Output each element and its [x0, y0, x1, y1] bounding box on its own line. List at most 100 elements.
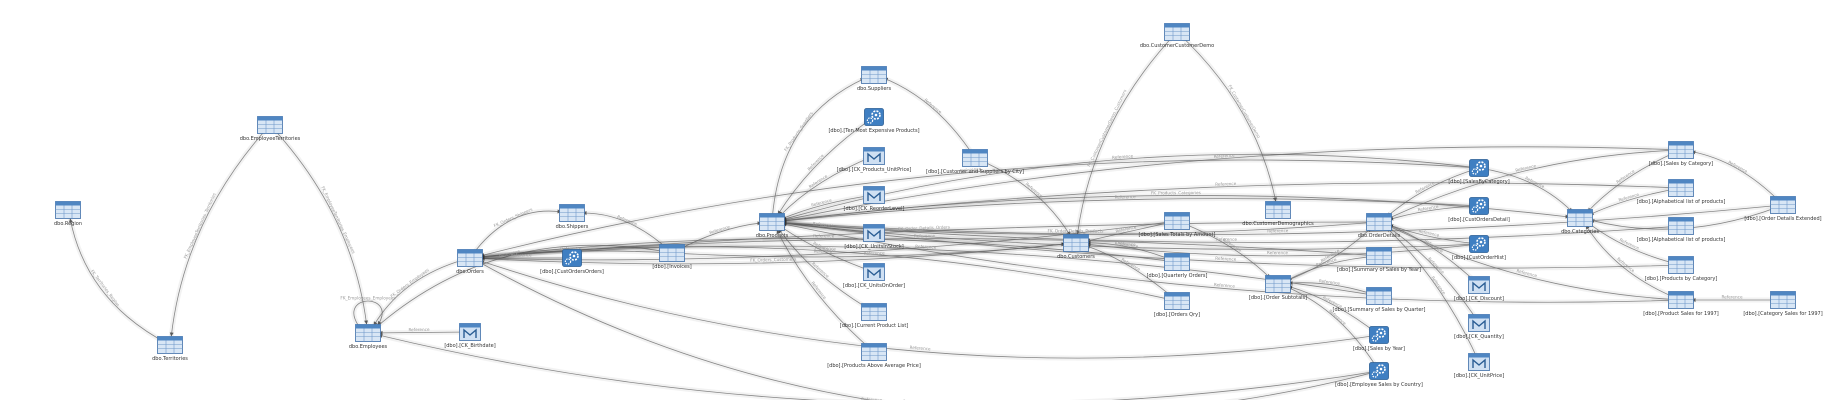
edge-orders-to-customers[interactable]	[469, 242, 1066, 265]
node-ck_discount[interactable]: [dbo].[CK_Discount]	[1454, 276, 1504, 303]
edge-cust_cust_demo-to-customers[interactable]	[1076, 31, 1178, 235]
edge-above_avg-to-products[interactable]	[776, 229, 875, 353]
node-territories[interactable]: dbo.Territories	[152, 336, 188, 363]
edge-orders-to-shippers[interactable]	[469, 209, 562, 259]
node-ck_reorder[interactable]: [dbo].[CK_ReorderLevel]	[844, 186, 905, 213]
node-cust_orders[interactable]: [dbo].[CustOrdersOrders]	[540, 249, 604, 276]
node-alpha_list2[interactable]: [dbo].[Alphabetical list of products]	[1637, 217, 1726, 244]
edge-cust_sup_city-to-customers[interactable]	[974, 157, 1071, 236]
edge-alpha_list2-to-products[interactable]	[782, 221, 1682, 243]
node-emp_terr[interactable]: dbo.EmployeeTerritories	[240, 116, 301, 143]
edge-emp_terr-to-territories[interactable]	[169, 124, 271, 337]
edge-summary_year-to-orders[interactable]	[480, 238, 1380, 259]
node-cust_order_hist[interactable]: [dbo].[CustOrderHist]	[1452, 235, 1506, 262]
node-alpha_list[interactable]: [dbo].[Alphabetical list of products]	[1637, 179, 1726, 206]
node-cust_demo[interactable]: dbo.CustomerDemographics	[1242, 201, 1314, 228]
node-employees[interactable]: dbo.Employees	[349, 324, 388, 351]
node-categories[interactable]: dbo.Categories	[1561, 209, 1599, 236]
node-label: [dbo].[CK_Products_UnitPrice]	[837, 167, 912, 173]
node-products[interactable]: dbo.Products	[756, 213, 789, 240]
edge-alpha_list-to-products[interactable]	[782, 182, 1682, 223]
node-label: dbo.Categories	[1561, 229, 1599, 235]
edge-current_products-to-products[interactable]	[778, 228, 875, 313]
node-qtr_orders[interactable]: [dbo].[Quarterly Orders]	[1147, 253, 1208, 280]
node-sales_amount[interactable]: [dbo].[Sales Totals by Amount]	[1139, 212, 1216, 239]
edge-prod_sales_1997-to-products[interactable]	[782, 222, 1682, 303]
edge-products-to-suppliers[interactable]	[771, 78, 865, 223]
node-label: [dbo].[Sales by Category]	[1649, 161, 1713, 167]
node-sales_by_cat[interactable]: [dbo].[Sales by Category]	[1649, 141, 1713, 168]
edge-ck_quantity-to-order_details[interactable]	[1387, 226, 1480, 324]
edge-summary_qtr-to-orders[interactable]	[480, 245, 1380, 297]
edge-label: FK_EmployeeTerritories_Employees	[320, 185, 356, 254]
nodes-layer: dbo.Region dbo.Territories dbo.EmployeeTer…	[54, 23, 1823, 389]
edge-sales_cat_proc-to-categories[interactable]	[1478, 167, 1573, 213]
edge-ck_od_unitprice-to-order_details[interactable]	[1386, 227, 1480, 363]
node-cust_orders_detail[interactable]: [dbo].[CustOrdersDetail]	[1448, 197, 1510, 224]
edge-cust_orders_detail-to-products[interactable]	[782, 198, 1480, 223]
edge-emp_sales-to-employees[interactable]	[378, 333, 1380, 400]
node-sales_cat_proc[interactable]: [dbo].[SalesByCategory]	[1448, 159, 1510, 186]
node-label: [dbo].[Product Sales for 1997]	[1643, 311, 1719, 317]
edge-emp_sales-to-order_subtotals[interactable]	[1287, 287, 1380, 372]
node-label: [dbo].[Current Product List]	[840, 323, 909, 329]
edge-order_details_ext-to-products[interactable]	[782, 204, 1784, 236]
edge-ten_most-to-products[interactable]	[777, 116, 875, 215]
node-emp_sales[interactable]: [dbo].[Employee Sales by Country]	[1335, 362, 1423, 389]
constraint-icon	[459, 323, 481, 341]
node-orders_qry[interactable]: [dbo].[Orders Qry]	[1154, 292, 1200, 319]
table-icon	[559, 204, 585, 222]
node-order_subtotals[interactable]: [dbo].[Order Subtotals]	[1249, 275, 1307, 302]
edge-order_details-to-orders[interactable]	[480, 221, 1380, 259]
node-summary_year[interactable]: [dbo].[Summary of Sales by Year]	[1337, 247, 1421, 274]
edge-sales_cat_proc-to-orders[interactable]	[480, 159, 1480, 257]
node-summary_qtr[interactable]: [dbo].[Summary of Sales by Quarter]	[1333, 287, 1426, 314]
node-current_products[interactable]: [dbo].[Current Product List]	[840, 303, 909, 330]
node-shippers[interactable]: dbo.Shippers	[556, 204, 589, 231]
edge-prod_by_cat-to-products[interactable]	[782, 221, 1682, 269]
node-ck_unitprice[interactable]: [dbo].[CK_Products_UnitPrice]	[837, 147, 912, 174]
node-ck_birth[interactable]: [dbo].[CK_Birthdate]	[444, 323, 496, 350]
node-ck_quantity[interactable]: [dbo].[CK_Quantity]	[1454, 314, 1504, 341]
edge-territories-to-region[interactable]	[68, 218, 171, 346]
edge-sales_by_cat-to-order_details[interactable]	[1388, 149, 1682, 219]
edge-prod_sales_1997-to-order_details[interactable]	[1388, 225, 1682, 301]
edge-cust_order_hist-to-order_details[interactable]	[1389, 224, 1480, 245]
node-orders[interactable]: dbo.Orders	[456, 249, 484, 276]
edge-sales_by_cat-to-products[interactable]	[782, 146, 1682, 222]
table-icon	[1164, 292, 1190, 310]
edge-sales_year-to-orders[interactable]	[480, 260, 1380, 359]
node-prod_by_cat[interactable]: [dbo].[Products by Category]	[1645, 256, 1718, 283]
edge-emp_terr-to-employees[interactable]	[269, 124, 369, 325]
node-region[interactable]: dbo.Region	[54, 201, 82, 228]
edge-invoices-to-customers[interactable]	[671, 242, 1066, 258]
node-customers[interactable]: dbo.Customers	[1057, 234, 1095, 261]
node-cust_cust_demo[interactable]: dbo.CustomerCustomerDemo	[1140, 23, 1214, 50]
edge-label: Reference	[1115, 241, 1137, 247]
node-invoices[interactable]: [dbo].[Invoices]	[652, 244, 692, 271]
edge-prod_sales_1997-to-categories[interactable]	[1585, 225, 1682, 301]
edge-cust_orders_detail-to-order_details[interactable]	[1389, 205, 1480, 221]
edge-orders-to-employees[interactable]	[373, 257, 471, 326]
node-cat_sales_1997[interactable]: [dbo].[Category Sales for 1997]	[1743, 291, 1823, 318]
node-prod_sales_1997[interactable]: [dbo].[Product Sales for 1997]	[1643, 291, 1719, 318]
node-ck_unitsonorder[interactable]: [dbo].[CK_UnitsOnOrder]	[843, 263, 905, 290]
node-ck_od_unitprice[interactable]: [dbo].[CK_UnitPrice]	[1454, 353, 1504, 380]
node-ten_most[interactable]: [dbo].[Ten Most Expensive Products]	[828, 108, 920, 135]
node-order_details[interactable]: dbo.OrderDetails	[1358, 213, 1401, 240]
edge-cust_order_hist-to-customers[interactable]	[1086, 242, 1480, 257]
edge-cust_cust_demo-to-cust_demo[interactable]	[1176, 31, 1277, 202]
node-ck_unitsinstock[interactable]: [dbo].[CK_UnitsInStock]	[844, 224, 904, 251]
node-order_details_ext[interactable]: [dbo].[Order Details Extended]	[1744, 196, 1822, 223]
edge-label: FK_Orders_Shippers	[493, 207, 533, 228]
edge-ck_unitprice-to-products[interactable]	[779, 155, 875, 217]
edge-ck_unitsonorder-to-products[interactable]	[780, 226, 875, 273]
node-suppliers[interactable]: dbo.Suppliers	[857, 66, 892, 93]
edge-order_details_ext-to-sales_by_cat[interactable]	[1691, 150, 1784, 206]
edge-employees-to-employees[interactable]	[353, 300, 383, 326]
node-above_avg[interactable]: [dbo].[Products Above Average Price]	[827, 343, 921, 370]
node-sales_year[interactable]: [dbo].[Sales by Year]	[1353, 326, 1405, 353]
node-cust_sup_city[interactable]: [dbo].[Customer and Suppliers by City]	[926, 149, 1024, 176]
edge-cust_sup_city-to-suppliers[interactable]	[883, 77, 976, 159]
edge-sales_cat_proc-to-order_details[interactable]	[1387, 167, 1480, 217]
